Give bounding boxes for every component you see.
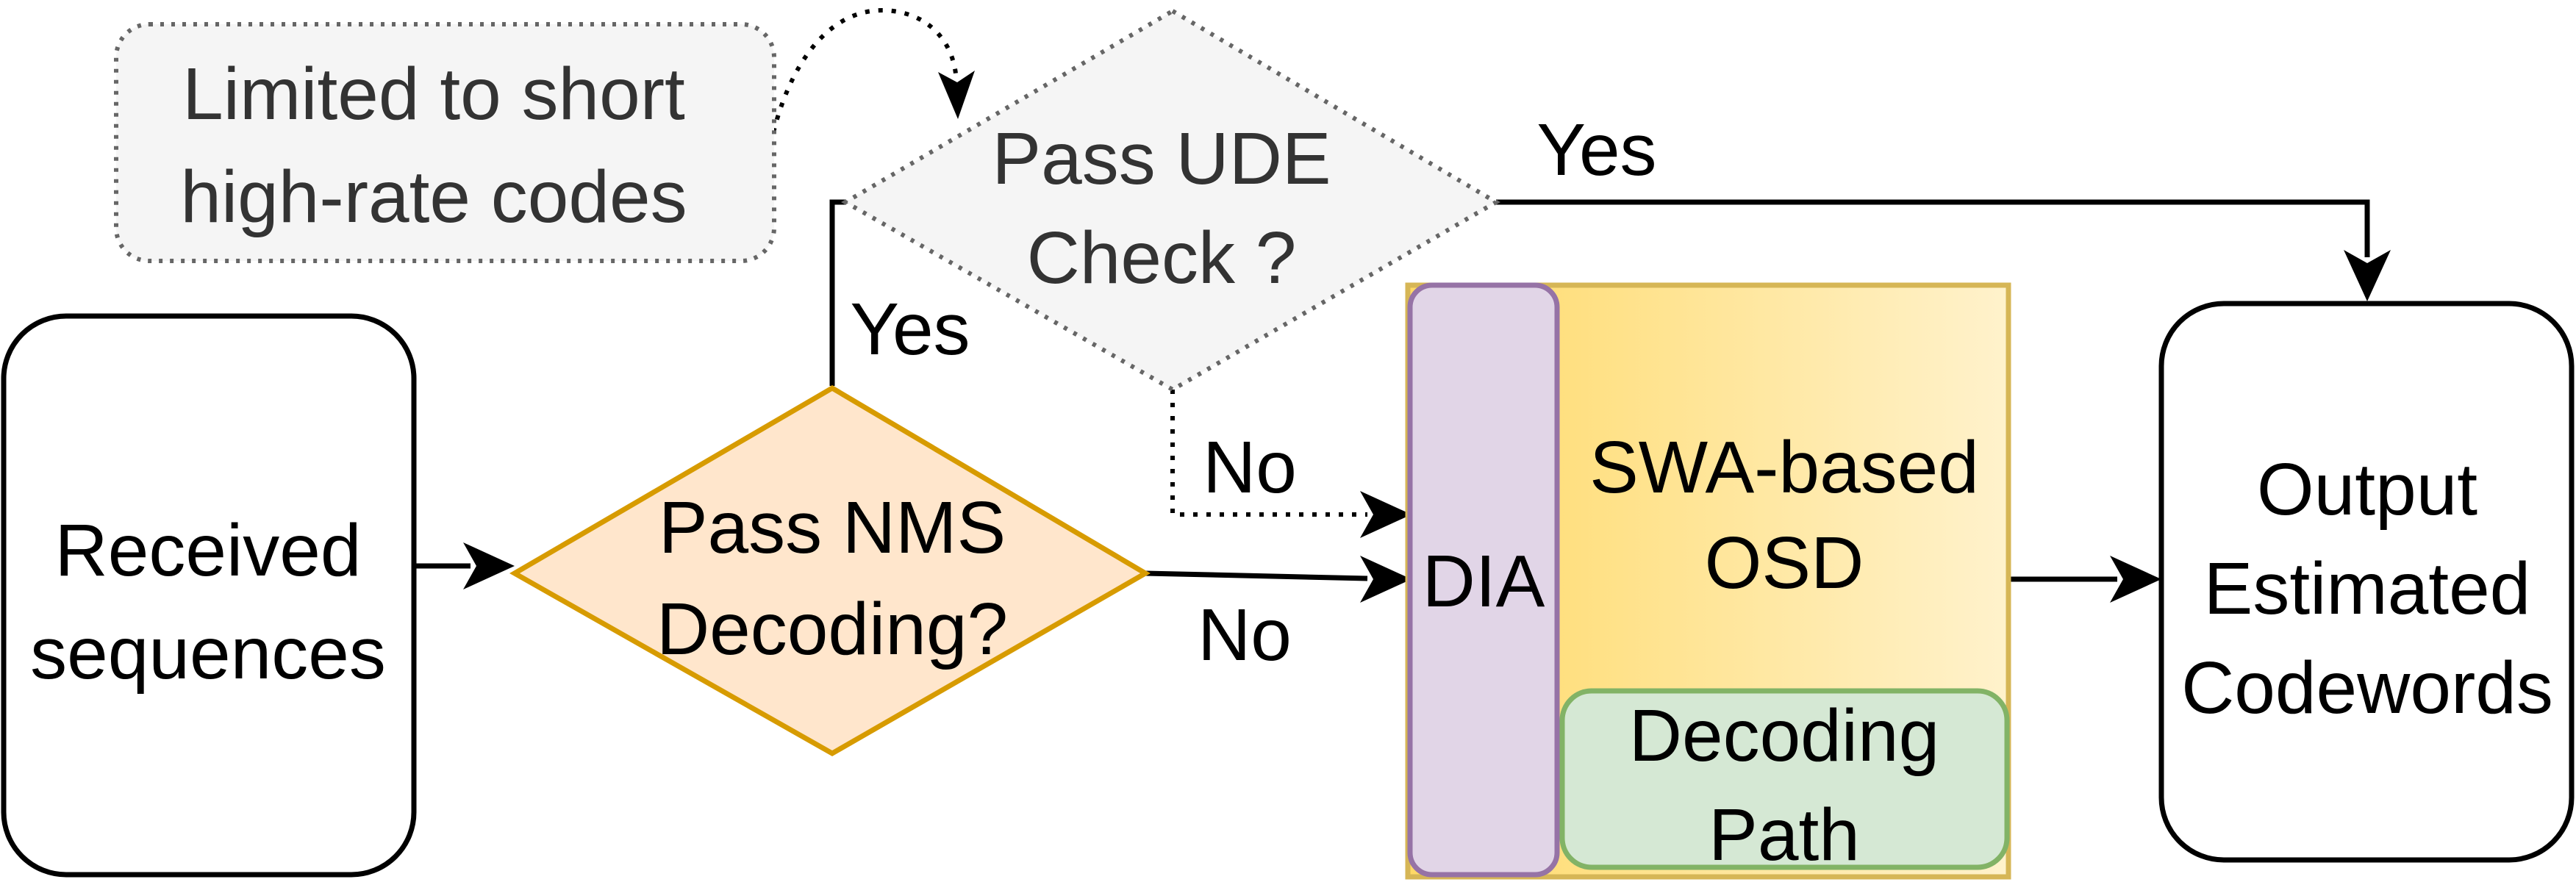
output-line-1: Output (2257, 448, 2477, 531)
edge-ude-to-dia-no (1170, 390, 1412, 538)
received-line-2: sequences (30, 612, 386, 695)
edge-nms-to-ude-yes (829, 199, 845, 386)
osd-line-1: SWA-based (1589, 426, 1979, 509)
edge-nms-to-dia-no (1145, 556, 1412, 603)
osd-line-2: OSD (1705, 522, 1864, 604)
output-line-2: Estimated (2204, 548, 2531, 630)
nms-decoding-decision: Pass NMS Decoding? (509, 384, 1151, 757)
note-line-2: high-rate codes (180, 156, 687, 238)
path-line-2: Path (1709, 794, 1860, 876)
output-codewords-node: Output Estimated Codewords (2158, 301, 2575, 863)
received-line-1: Received (55, 509, 362, 592)
edge-label-nms-yes: Yes (850, 288, 970, 370)
edge-label-nms-no: No (1198, 594, 1292, 676)
received-sequences-node: Received sequences (1, 313, 417, 878)
edge-note-to-ude (771, 8, 975, 133)
nms-line-1: Pass NMS (659, 487, 1006, 569)
edge-ude-to-output-yes (1496, 199, 2391, 301)
ude-line-2: Check ? (1027, 217, 1297, 299)
note-line-1: Limited to short (182, 53, 685, 135)
output-line-3: Codewords (2181, 647, 2553, 729)
dia-block: DIA (1407, 282, 1560, 878)
dia-label: DIA (1423, 540, 1545, 623)
nms-line-2: Decoding? (656, 588, 1008, 670)
edge-label-ude-no: No (1203, 426, 1297, 509)
edge-label-ude-yes: Yes (1536, 109, 1656, 191)
ude-line-1: Pass UDE (992, 118, 1331, 200)
edge-received-to-nms (415, 542, 515, 589)
ude-check-decision: Pass UDE Check ? (841, 8, 1500, 392)
note-limited-short-codes: Limited to short high-rate codes (114, 22, 776, 263)
edge-osd-to-output (2008, 556, 2161, 603)
decoding-path-block: Decoding Path (1559, 688, 2010, 876)
path-line-1: Decoding (1629, 695, 1940, 777)
